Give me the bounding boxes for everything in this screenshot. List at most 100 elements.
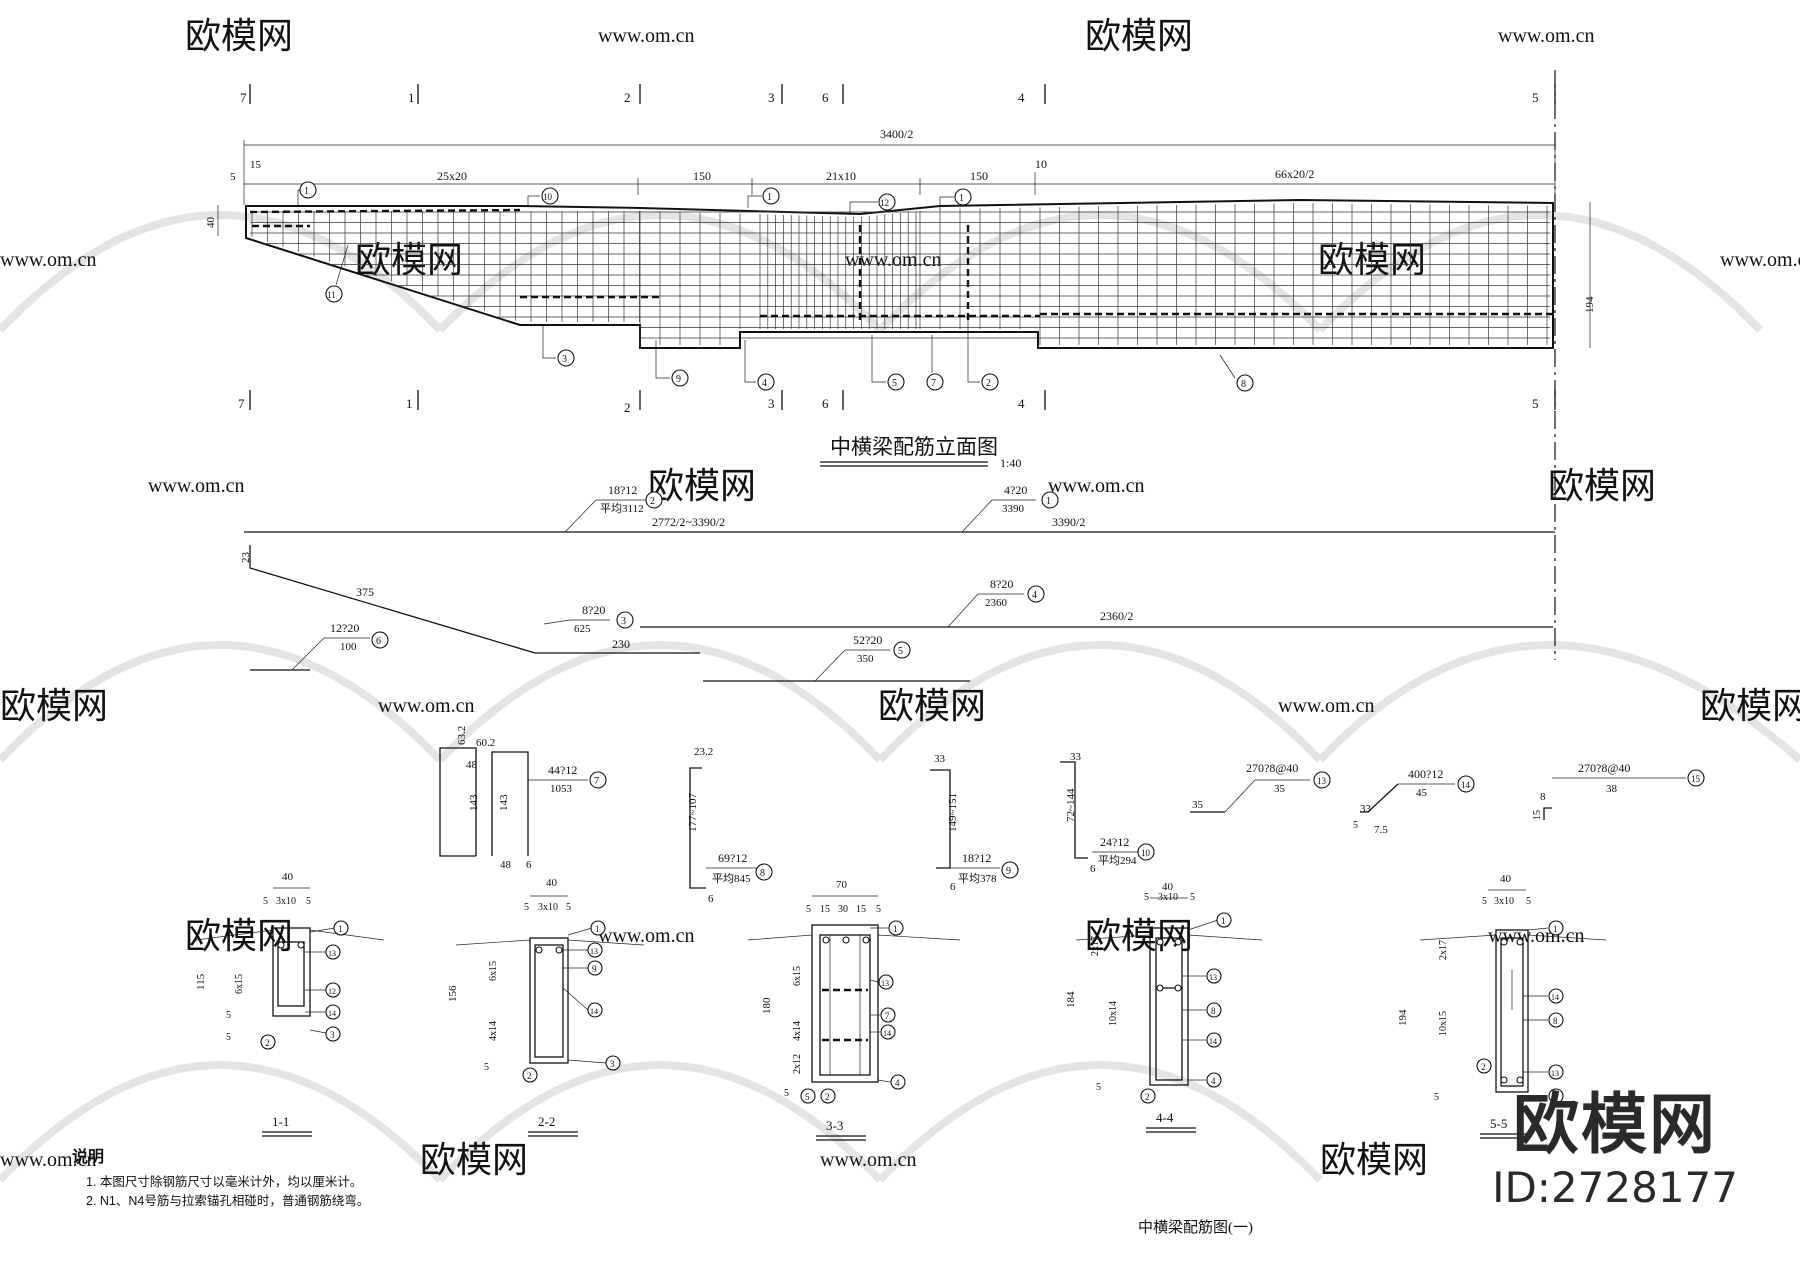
- brand-id: ID:2728177: [1492, 1163, 1738, 1212]
- brand-badge: 欧模网 ID:2728177: [1492, 1087, 1738, 1213]
- rebar-tag: 5: [805, 1092, 810, 1102]
- section-dim: 5: [524, 902, 529, 913]
- notes-item: 1. 本图尺寸除钢筋尺寸以毫米计外，均以厘米计。: [86, 1175, 363, 1189]
- watermark-logo: 欧模网: [878, 686, 986, 726]
- rebar-tag: 1: [767, 192, 772, 203]
- section-4-4: 40 5 3x10 5 184 2x17 10x14 5 1 13 8 14 4…: [1065, 881, 1263, 1133]
- bar-length: 625: [574, 623, 591, 635]
- rebar-tag: 12: [880, 198, 889, 208]
- bar-length: 2360: [985, 597, 1008, 609]
- bar-dim: 8: [1540, 791, 1546, 803]
- dim-label: 21x10: [826, 169, 856, 183]
- elevation-dimensions: 5 3400/2 15 25x20 150 21x10 150 10 66x20…: [205, 127, 1596, 348]
- bar-length: 平均294: [1098, 854, 1137, 867]
- section-label: 2-2: [538, 1114, 555, 1129]
- section-dim: 5: [1096, 1082, 1101, 1093]
- section-mark-label: 4: [1018, 396, 1025, 411]
- bar-dim: 33: [1070, 751, 1082, 763]
- dim-label: 194: [1584, 296, 1596, 313]
- section-1-1: 40 5 3x10 5 115 6x15 5 5 1 13 12 14 3 2 …: [195, 871, 385, 1137]
- bar-dim: 5: [1353, 820, 1358, 831]
- bar-tag: 9: [1006, 866, 1011, 877]
- bar-length: 平均3112: [600, 502, 644, 515]
- section-dim: 5: [784, 1088, 789, 1099]
- watermark-site: www.om.cn: [378, 695, 474, 717]
- section-dim: 156: [447, 985, 459, 1002]
- section-dim: 40: [546, 877, 558, 889]
- bar-tag: 15: [1691, 774, 1701, 784]
- section-mark-label: 7: [238, 396, 245, 411]
- rebar-tag: 4: [1553, 1092, 1558, 1102]
- bar-tag: 8: [760, 868, 765, 879]
- section-dim: 15: [820, 904, 830, 915]
- bar-spec: 69?12: [718, 851, 747, 865]
- section-label: 5-5: [1490, 1116, 1507, 1131]
- rebar-tag: 1: [1553, 924, 1558, 934]
- dim-total: 3400/2: [880, 127, 913, 141]
- elevation-title: 中横梁配筋立面图: [830, 435, 998, 459]
- dim-label: 15: [250, 159, 262, 171]
- bar-dim: 230: [612, 637, 630, 651]
- rebar-tag: 13: [328, 949, 336, 958]
- bar-total: 2360/2: [1100, 609, 1133, 623]
- dim-label: 40: [205, 217, 217, 229]
- rebar-tag: 4: [895, 1078, 900, 1088]
- bar-dim: 143: [468, 794, 480, 811]
- rebar-tag: 14: [328, 1009, 336, 1018]
- rebar-tag: 2: [265, 1038, 270, 1048]
- section-5-5: 40 5 3x10 5 194 2x17 10x15 5 1 14 8 13 4…: [1397, 873, 1607, 1139]
- rebar-tag: 3: [610, 1059, 615, 1069]
- watermark-site: www.om.cn: [1278, 695, 1374, 717]
- section-mark-label: 2: [624, 90, 631, 105]
- rebar-tag: 1: [338, 924, 343, 934]
- section-dim: 5: [306, 896, 311, 907]
- bar-tag: 7: [594, 776, 599, 787]
- rebar-tag: 9: [676, 374, 681, 385]
- bar-tag: 6: [376, 636, 381, 647]
- section-dim: 5: [1482, 896, 1487, 907]
- bar-spec: 18?12: [962, 851, 991, 865]
- rebar-dashed: [249, 208, 521, 214]
- bar-length: 45: [1416, 787, 1428, 799]
- section-dim: 30: [838, 904, 848, 915]
- watermark-site: www.om.cn: [148, 475, 244, 497]
- bar-dim: 23.2: [694, 746, 713, 758]
- section-3-3: 70 5 15 30 15 5 180 6x15 4x14 2x12 5 1 1…: [747, 879, 961, 1141]
- rebar-tag: 1: [1221, 916, 1226, 926]
- watermark-logo: 欧模网: [420, 1140, 528, 1180]
- section-mark-label: 1: [408, 90, 415, 105]
- bar-length: 38: [1606, 783, 1618, 795]
- bar-spec: 270?8@40: [1246, 761, 1298, 775]
- section-mark-label: 7: [240, 90, 247, 105]
- rebar-tag: 2: [1481, 1062, 1486, 1072]
- section-dim: 180: [761, 997, 773, 1014]
- section-dim: 5: [1190, 892, 1195, 903]
- section-dim: 6x15: [792, 966, 803, 986]
- section-dim: 4x14: [792, 1021, 803, 1041]
- section-dim: 5: [876, 904, 881, 915]
- watermark-logo: 欧模网: [185, 916, 293, 956]
- section-marks: 7 1 2 3 6 4 5 7 1 2 3 6 4 5: [238, 84, 1556, 415]
- watermark-site: www.om.cn: [1720, 249, 1800, 271]
- section-dim: 15: [856, 904, 866, 915]
- elevation-scale: 1:40: [1000, 456, 1021, 470]
- watermark-site: www.om.cn: [820, 1149, 916, 1171]
- bar-dim: 7.5: [1374, 824, 1388, 836]
- notes-title: 说明: [72, 1149, 105, 1166]
- section-mark-label: 3: [768, 396, 775, 411]
- bar-dim: 48: [466, 759, 478, 771]
- section-dim: 115: [195, 973, 207, 990]
- brand-logo: 欧模网: [1513, 1086, 1718, 1163]
- rebar-tag: 1: [304, 186, 309, 197]
- rebar-tag: 10: [543, 192, 553, 202]
- rebar-tag: 12: [328, 987, 336, 996]
- bar-spec: 8?20: [990, 577, 1013, 591]
- section-dim: 40: [282, 871, 294, 883]
- rebar-tag: 1: [959, 193, 964, 204]
- rebar-tag: 9: [592, 964, 597, 974]
- bar-dim: 375: [356, 585, 374, 599]
- rebar-tag: 14: [1551, 993, 1559, 1002]
- bar-dim: 143: [498, 794, 510, 811]
- bar-tag: 3: [621, 616, 626, 627]
